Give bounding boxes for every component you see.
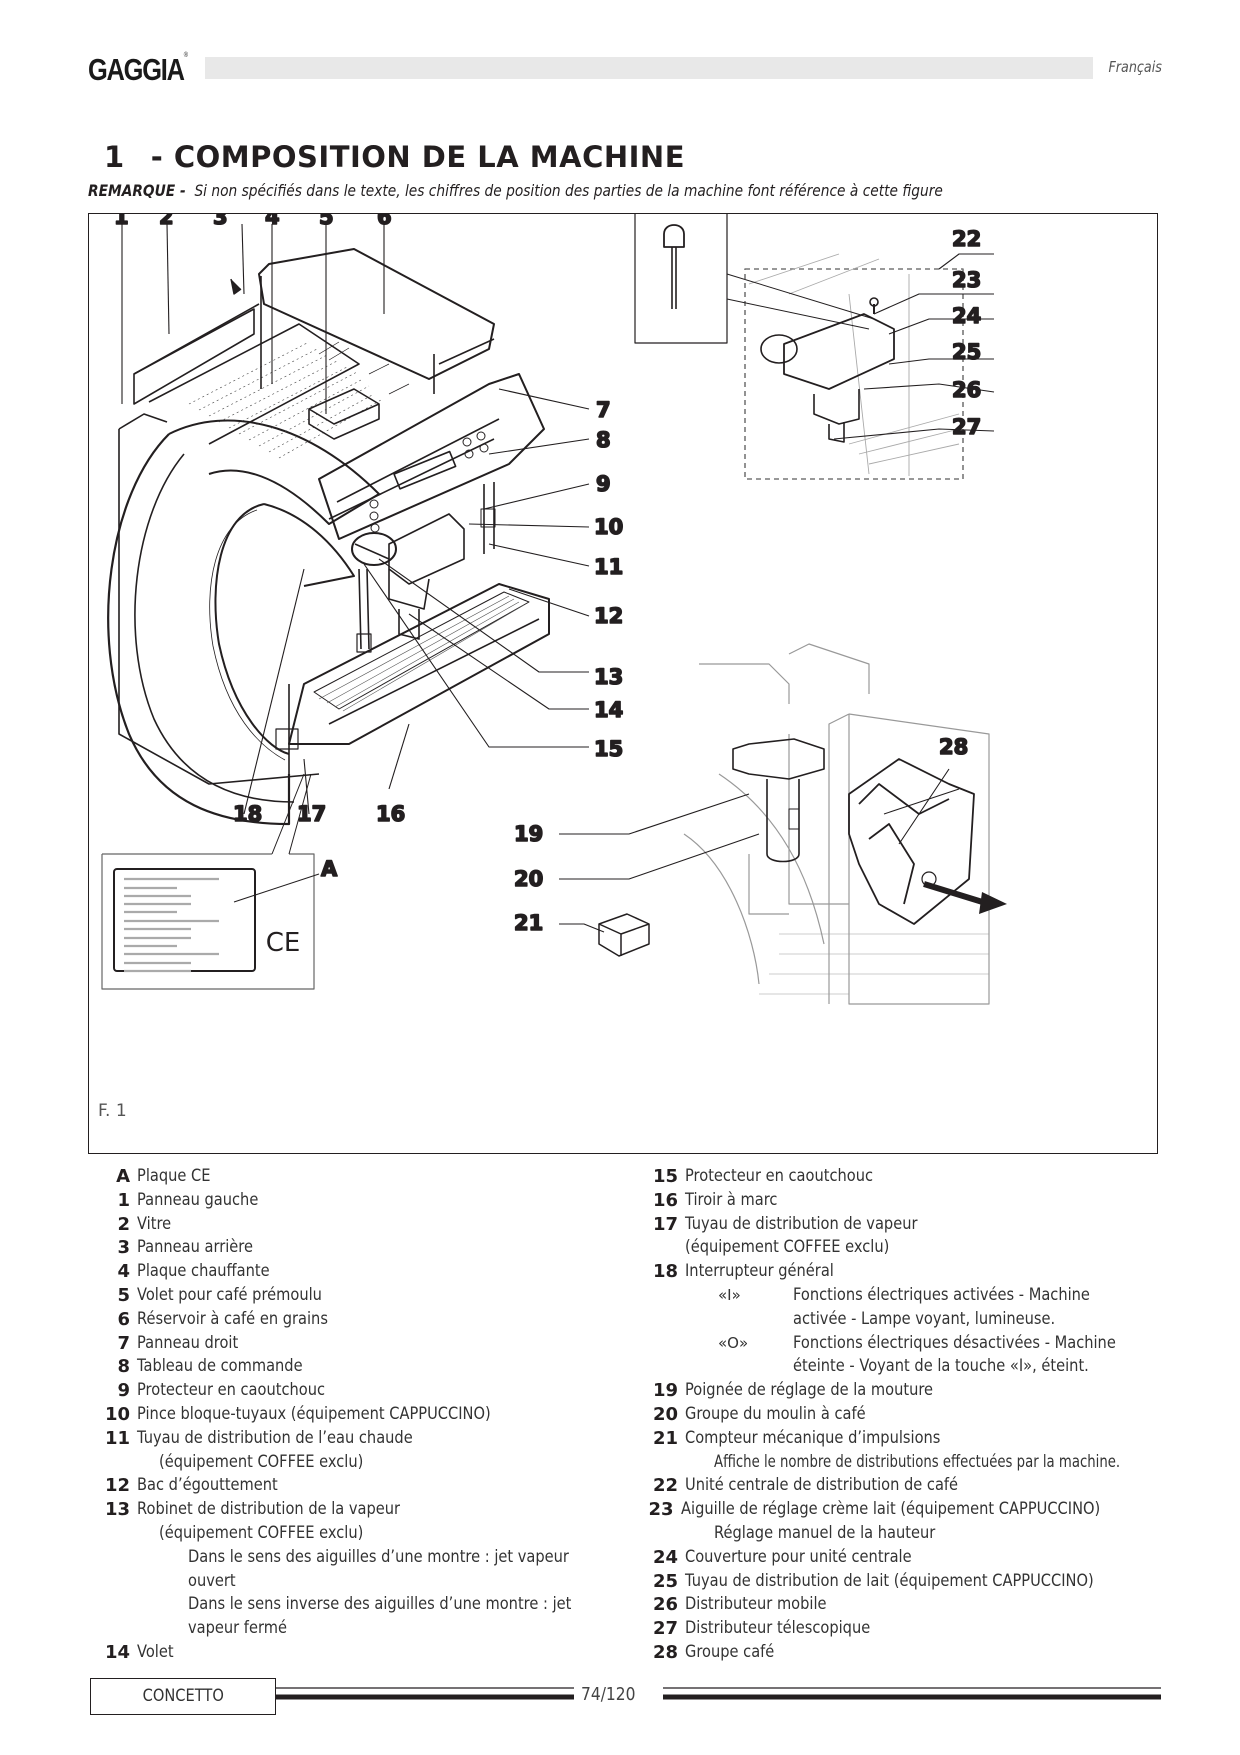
callout-2: 2 (159, 214, 174, 229)
language-label: Français (1108, 58, 1162, 76)
footer-rule (276, 1687, 1161, 1700)
callout-9: 9 (596, 472, 611, 496)
section-note: REMARQUE - Si non spécifiés dans le text… (88, 181, 943, 200)
machine-illustration: 1 2 3 4 5 6 7 8 9 10 11 12 13 14 15 16 1… (101, 214, 1007, 1005)
grinder-group (732, 738, 825, 863)
callout-18: 18 (233, 802, 262, 826)
ce-mark: CE (266, 928, 301, 958)
coffee-group (848, 758, 975, 925)
ce-plate-detail: CE A (101, 773, 339, 990)
callout-20: 20 (514, 867, 543, 891)
callout-28: 28 (939, 735, 968, 759)
pulse-counter (598, 913, 650, 957)
callout-1: 1 (114, 214, 129, 229)
callout-27: 27 (952, 415, 981, 439)
machine-figure: 1 2 3 4 5 6 7 8 9 10 11 12 13 14 15 16 1… (88, 213, 1158, 1154)
callout-21: 21 (514, 911, 543, 935)
callout-10: 10 (594, 515, 623, 539)
callout-19: 19 (514, 822, 543, 846)
callout-labels-bottom: 19 20 21 28 (513, 734, 969, 936)
legend-item-detail: Dans le sens inverse des aiguilles d’une… (188, 1594, 572, 1615)
machine-body (107, 248, 550, 826)
legend-item-detail: Dans le sens des aiguilles d’une montre … (188, 1546, 569, 1567)
callout-12: 12 (594, 604, 623, 628)
callout-6: 6 (377, 214, 392, 229)
callout-7: 7 (596, 398, 611, 422)
figure-caption: F. 1 (98, 1101, 127, 1121)
dispenser-detail (634, 214, 964, 480)
callout-8: 8 (596, 428, 611, 452)
legend-item-continuation: (équipement COFFEE exclu) (159, 1451, 364, 1472)
callout-labels-detail: 22 23 24 25 26 27 (951, 226, 982, 440)
legend-item-detail: Réglage manuel de la hauteur (714, 1522, 936, 1543)
callout-3: 3 (213, 214, 228, 229)
callout-5: 5 (319, 214, 334, 229)
page-number: 74/120 (581, 1684, 636, 1705)
switch-state-off: «O»Fonctions électriques désactivées - M… (718, 1332, 1116, 1353)
callout-24: 24 (952, 304, 981, 328)
header-bar (205, 57, 1093, 79)
internal-detail (683, 643, 990, 1005)
legend-item-detail: vapeur fermé (188, 1618, 287, 1639)
callout-16: 16 (376, 802, 405, 826)
legend-item-detail: Affiche le nombre de distributions effec… (714, 1451, 1121, 1472)
callout-13: 13 (594, 665, 623, 689)
callout-26: 26 (952, 378, 981, 402)
legend-item-detail: ouvert (188, 1570, 236, 1591)
section-title: 1- COMPOSITION DE LA MACHINE (104, 140, 686, 174)
callout-A: A (321, 857, 338, 881)
brand-logo: GAGGIA® (88, 52, 188, 87)
callout-17: 17 (297, 802, 326, 826)
legend-item-continuation: (équipement COFFEE exclu) (159, 1522, 364, 1543)
callout-4: 4 (265, 214, 280, 229)
switch-state-on-cont: activée - Lampe voyant, lumineuse. (793, 1308, 1056, 1329)
callout-23: 23 (952, 268, 981, 292)
switch-state-on: «I»Fonctions électriques activées - Mach… (718, 1284, 1090, 1305)
switch-state-off-cont: éteinte - Voyant de la touche «I», étein… (793, 1356, 1089, 1377)
callout-leaders (121, 223, 590, 815)
callout-22: 22 (952, 227, 981, 251)
callout-14: 14 (594, 698, 623, 722)
callout-15: 15 (594, 737, 623, 761)
callout-11: 11 (594, 555, 623, 579)
footer-model-box: CONCETTO (90, 1678, 276, 1715)
callout-25: 25 (952, 340, 981, 364)
legend-item-continuation: (équipement COFFEE exclu) (685, 1237, 890, 1258)
